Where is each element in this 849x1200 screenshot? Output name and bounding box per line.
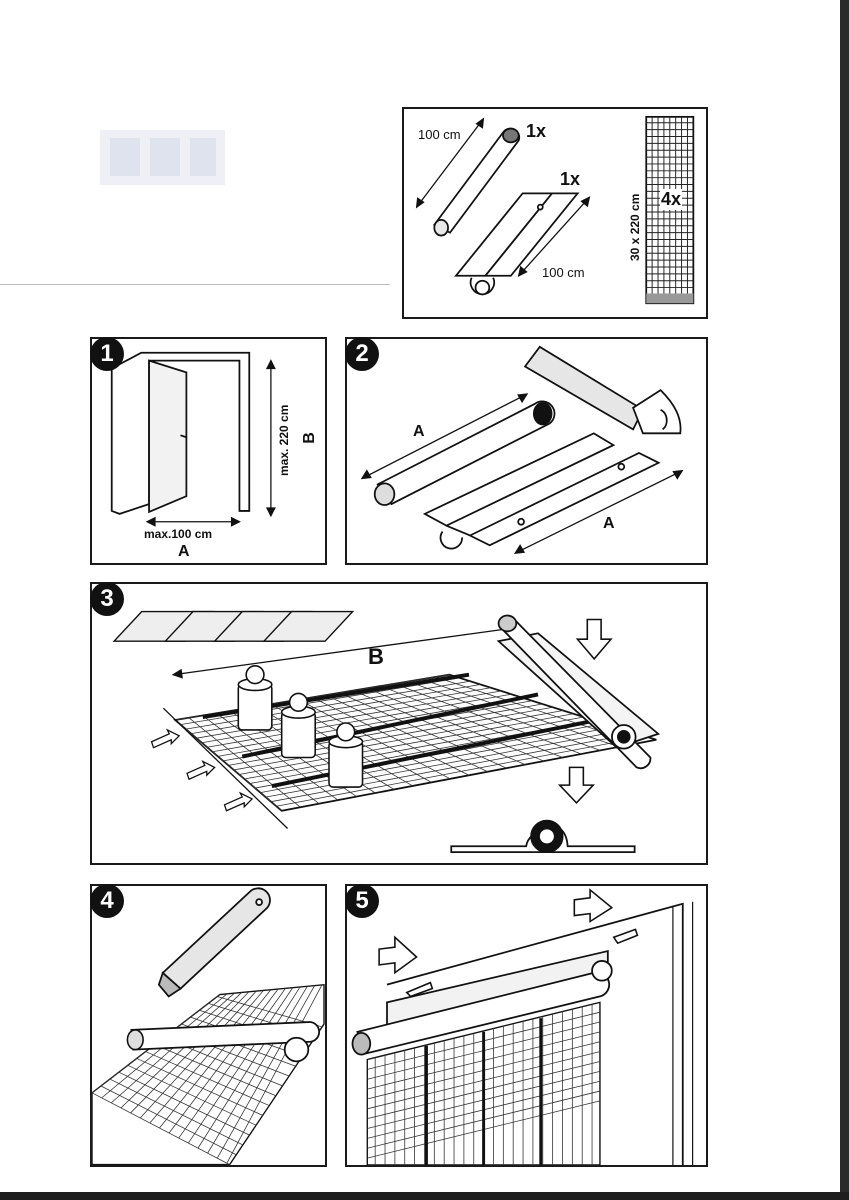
rail-label-a: A [603, 515, 615, 532]
label-a: A [178, 543, 190, 560]
step-3-panel: 3 B [90, 582, 708, 865]
step-number: 1 [90, 337, 124, 371]
door-frame-illustration [110, 351, 276, 527]
step-1-panel: 1 max.100 cm A max. 220 cm B [90, 337, 327, 565]
rod-label-a: A [413, 423, 425, 440]
assembly-illustration [112, 610, 661, 854]
strip-size-label: 30 x 220 cm [628, 193, 642, 261]
scan-bottom-edge [0, 1192, 849, 1200]
step-4-panel: 4 [90, 884, 327, 1167]
strip-quantity-label: 4x [660, 189, 683, 210]
label-b: B [368, 644, 384, 669]
label-b: B [300, 432, 318, 444]
step-number: 4 [90, 884, 124, 918]
cutting-illustration [360, 345, 684, 554]
scan-edge [840, 0, 849, 1200]
rod-quantity-label: 1x [526, 121, 547, 141]
contents-panel: 100 cm 1x 1x 100 cm 30 x 220 cm 4x [402, 107, 708, 319]
width-label: max.100 cm [144, 527, 213, 541]
rail-quantity-label: 1x [560, 169, 581, 189]
trimming-illustration [92, 887, 325, 1165]
height-label: max. 220 cm [277, 404, 291, 476]
step-2-panel: 2 A A [345, 337, 708, 565]
divider-line [0, 284, 390, 285]
mounting-illustration [351, 888, 694, 1165]
contents-illustration [415, 115, 695, 305]
rail-length-label: 100 cm [542, 265, 585, 280]
faded-logo-watermark [100, 130, 225, 185]
rod-length-label: 100 cm [418, 127, 461, 142]
step-number: 3 [90, 582, 124, 616]
step-number: 5 [345, 884, 379, 918]
step-number: 2 [345, 337, 379, 371]
step-5-panel: 5 [345, 884, 708, 1167]
